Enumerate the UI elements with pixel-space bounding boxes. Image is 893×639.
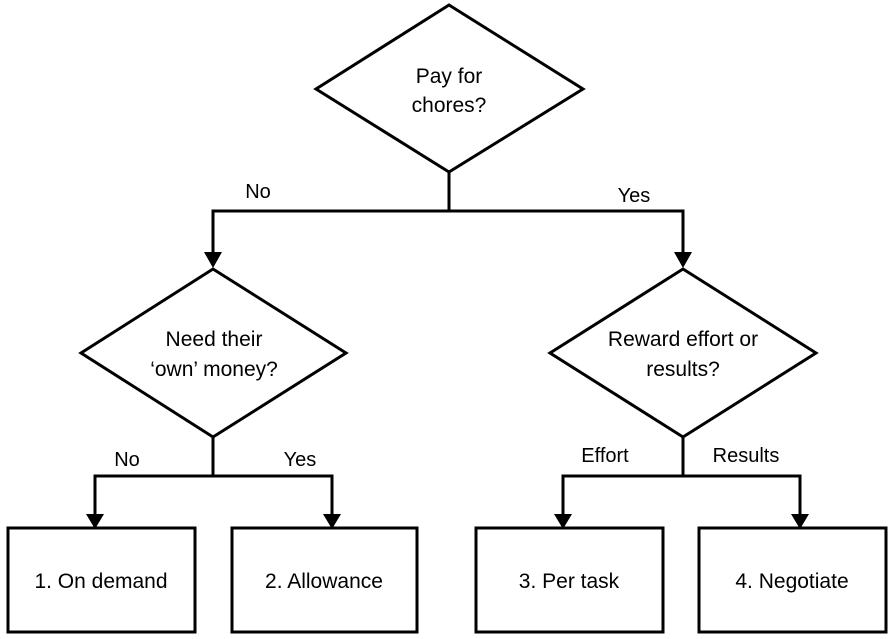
decision-right-line1: Reward effort or	[608, 328, 758, 351]
decision-diamond-right	[547, 267, 819, 439]
decision-root-line2: chores?	[412, 94, 487, 117]
connector-right-to-outcome3	[561, 474, 683, 516]
arrowhead-left-decision	[204, 252, 222, 268]
outcome-allowance: 2. Allowance	[230, 526, 419, 634]
decision-left-line2: ‘own’ money?	[150, 358, 278, 381]
outcome-label-negotiate: 4. Negotiate	[735, 570, 848, 593]
connector-root-to-left	[211, 209, 449, 254]
decision-diamond-left	[78, 267, 349, 439]
outcome-label-on-demand: 1. On demand	[34, 570, 167, 593]
edge-labels: No Yes No Yes Effort Results	[114, 181, 779, 471]
outcome-box-per-task	[474, 526, 665, 634]
decision-reward-effort-or-results: Reward effort or results?	[547, 267, 819, 439]
decision-need-own-money: Need their ‘own’ money?	[78, 267, 349, 439]
edge-label-root-yes: Yes	[618, 185, 651, 207]
outcome-box-allowance	[230, 526, 419, 634]
outcome-label-allowance: 2. Allowance	[265, 570, 383, 593]
decision-right-line2: results?	[646, 358, 720, 381]
connector-root-to-right	[449, 209, 685, 254]
outcome-on-demand: 1. On demand	[6, 526, 197, 634]
outcome-negotiate: 4. Negotiate	[697, 526, 888, 634]
decision-root-line1: Pay for	[416, 65, 483, 88]
edge-label-root-no: No	[245, 181, 271, 203]
arrowhead-outcome4	[791, 514, 809, 529]
edge-label-left-yes: Yes	[284, 449, 317, 471]
decision-left-line1: Need their	[166, 328, 263, 351]
decision-pay-for-chores: Pay for chores?	[313, 3, 586, 174]
arrowhead-outcome3	[554, 514, 572, 529]
outcome-box-on-demand	[6, 526, 197, 634]
decision-diamond-root	[313, 3, 586, 174]
arrowheads	[86, 252, 809, 529]
arrowhead-outcome2	[323, 514, 341, 529]
edge-label-left-no: No	[114, 449, 140, 471]
connectors	[93, 172, 802, 516]
edge-label-right-results: Results	[713, 445, 780, 467]
arrowhead-outcome1	[86, 514, 104, 529]
outcome-label-per-task: 3. Per task	[519, 570, 620, 593]
connector-left-to-outcome1	[93, 474, 213, 516]
outcome-box-negotiate	[697, 526, 888, 634]
connector-right-to-outcome4	[683, 474, 802, 516]
arrowhead-right-decision	[674, 252, 692, 268]
edge-label-right-effort: Effort	[581, 445, 629, 467]
connector-left-to-outcome2	[213, 474, 334, 516]
outcome-per-task: 3. Per task	[474, 526, 665, 634]
